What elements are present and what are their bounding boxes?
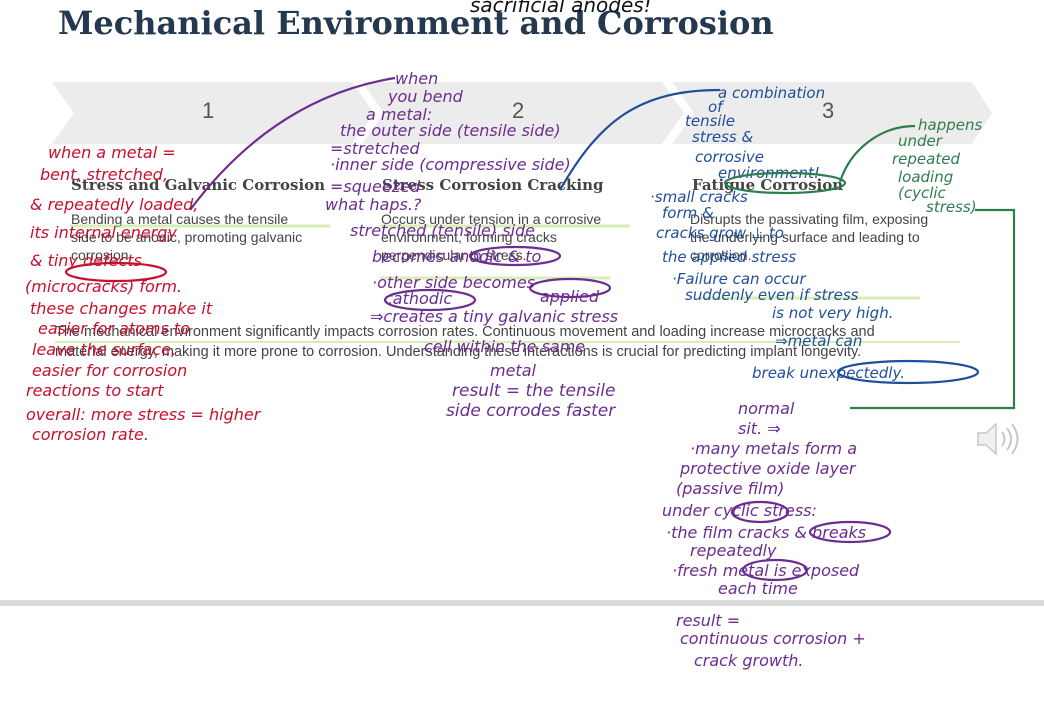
speaker-icon [977, 422, 1019, 456]
slide-title: Mechanical Environment and Corrosion [58, 4, 774, 42]
slide-summary: The mechanical environment significantly… [55, 322, 975, 362]
step-body-1-line: Bending a metal causes the tensile [71, 211, 289, 227]
step-heading-1: Stress and Galvanic Corrosion [71, 176, 326, 194]
step-number-2: 2 [512, 98, 525, 123]
step-body-2-line: environment, forming cracks [381, 229, 557, 245]
step-body-1: Bending a metal causes the tensile side … [71, 210, 341, 264]
step-number-3: 3 [822, 98, 835, 123]
step-body-1-line: side to be anodic, promoting galvanic [71, 229, 303, 245]
summary-line: material energy, making it more prone to… [55, 344, 862, 360]
step-body-3-line: the underlying surface and leading to [690, 229, 920, 245]
summary-line: The mechanical environment significantly… [55, 324, 875, 340]
step-body-3: Disrupts the passivating film, exposing … [690, 210, 980, 264]
step-body-2: Occurs under tension in a corrosive envi… [381, 210, 651, 264]
bottom-toolbar [0, 600, 1044, 711]
slide-canvas: Mechanical Environment and Corrosion 1 2… [52, 4, 1028, 460]
step-body-3-line: Disrupts the passivating film, exposing [690, 211, 929, 227]
step-body-2-line: perpendicular to stress. [381, 247, 527, 263]
step-number-1: 1 [202, 98, 215, 123]
audio-button[interactable] [972, 418, 1028, 460]
step-body-3-line: corrosion. [690, 247, 752, 263]
step-body-2-line: Occurs under tension in a corrosive [381, 211, 602, 227]
step-heading-3: Fatigue Corrosion [692, 176, 844, 194]
step-body-1-line: corrosion. [71, 247, 133, 263]
step-heading-2: Stress Corrosion Cracking [382, 176, 604, 194]
